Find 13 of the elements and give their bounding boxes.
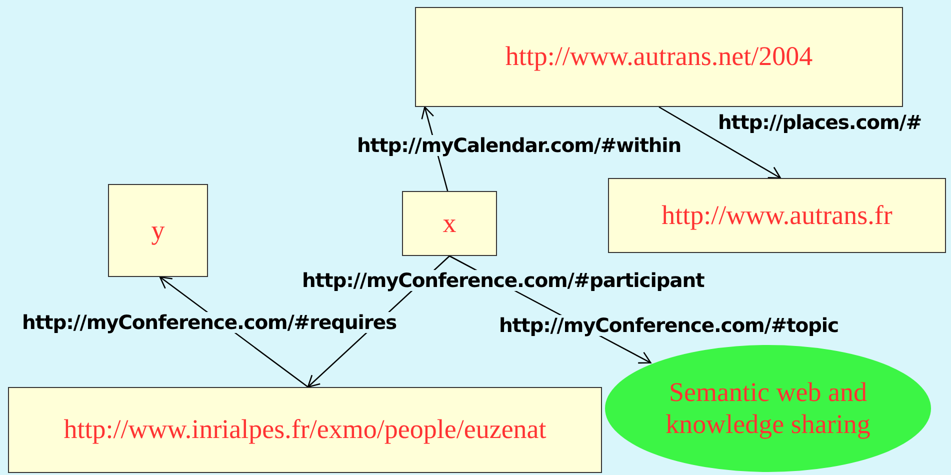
resource-box bbox=[608, 178, 946, 253]
resource-uri: y bbox=[151, 214, 165, 246]
resource-box bbox=[108, 184, 208, 277]
resource-uri: http://www.autrans.fr bbox=[662, 200, 892, 232]
resource-box bbox=[8, 387, 602, 473]
resource-uri: http://www.inrialpes.fr/exmo/people/euzenat bbox=[64, 414, 546, 446]
resource-box bbox=[402, 191, 497, 256]
arrow bbox=[658, 106, 782, 179]
resource-uri: http://www.autrans.net/2004 bbox=[505, 41, 813, 73]
resource-uri: x bbox=[442, 208, 456, 240]
resource-box bbox=[415, 7, 903, 107]
resource-uri: Semantic web and knowledge sharing bbox=[664, 377, 872, 440]
ellipse-node bbox=[605, 345, 931, 472]
